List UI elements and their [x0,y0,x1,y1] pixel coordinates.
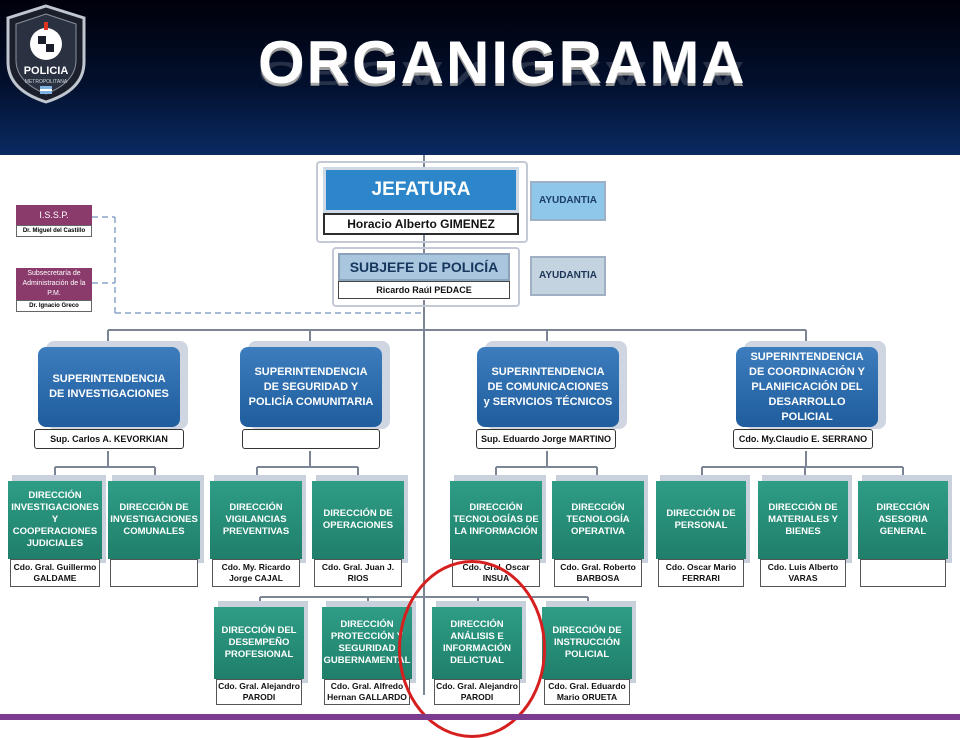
dir-tecnologia-operativa: DIRECCIÓN TECNOLOGÍA OPERATIVA [552,481,644,559]
dir-vigilancias-preventivas: DIRECCIÓN VIGILANCIAS PREVENTIVAS [210,481,302,559]
subjefe-name: Ricardo Raúl PEDACE [338,281,510,299]
sup-investigaciones: SUPERINTENDENCIA DE INVESTIGACIONES [38,347,180,427]
dir-vigilancias-preventivas-name: Cdo. My. Ricardo Jorge CAJAL [212,559,300,587]
dir-desempeno-profesional-name: Cdo. Gral. Alejandro PARODI [216,679,302,705]
subjefe-frame [332,247,520,307]
dir-investigaciones-comunales: DIRECCIÓN DE INVESTIGACIONES COMUNALES [108,481,200,559]
sup-coordinacion-name: Cdo. My.Claudio E. SERRANO [733,429,873,449]
bottom-accent-bar [0,714,960,720]
dir-proteccion-seguridad-name: Cdo. Gral. Alfredo Hernan GALLARDO [324,679,410,705]
highlight-circle [398,560,546,738]
sup-comunicaciones: SUPERINTENDENCIA DE COMUNICACIONES y SER… [477,347,619,427]
sup-comunicaciones-name: Sup. Eduardo Jorge MARTINO [476,429,616,449]
jefatura-name: Horacio Alberto GIMENEZ [323,213,519,235]
ayudantia-box-2: AYUDANTIA [530,256,606,296]
jefatura-frame [316,161,528,243]
page-title-reflection: ORGANIGRAMA [258,54,747,92]
dir-tecnologias-informacion: DIRECCIÓN TECNOLOGÍAS DE LA INFORMACIÓN [450,481,542,559]
dir-asesoria-general-name [860,559,946,587]
jefatura-title: JEFATURA [323,167,519,213]
ayudantia-box-1: AYUDANTIA [530,181,606,221]
issp-title: I.S.S.P. [16,205,92,225]
sup-investigaciones-name: Sup. Carlos A. KEVORKIAN [34,429,184,449]
dir-personal-name: Cdo. Oscar Mario FERRARI [658,559,744,587]
logo-subtext: METROPOLITANA [25,79,68,85]
dir-proteccion-seguridad: DIRECCIÓN PROTECCIÓN Y SEGURIDAD GUBERNA… [322,607,412,679]
header-banner: POLICIA METROPOLITANA ORGANIGRAMA ORGANI… [0,0,960,155]
subsecretaria-name: Dr. Ignacio Greco [16,300,92,312]
sup-coordinacion: SUPERINTENDENCIA DE COORDINACIÓN Y PLANI… [736,347,878,427]
issp-name: Dr. Miguel del Castillo [16,225,92,237]
police-badge-logo: POLICIA METROPOLITANA [6,4,86,104]
dir-operaciones-name: Cdo. Gral. Juan J. RIOS [314,559,402,587]
dir-instruccion-policial-name: Cdo. Gral. Eduardo Mario ORUETA [544,679,630,705]
logo-text: POLICIA [24,65,69,77]
dir-instruccion-policial: DIRECCIÓN DE INSTRUCCIÓN POLICIAL [542,607,632,679]
dir-investigaciones-judiciales: DIRECCIÓN INVESTIGACIONES Y COOPERACIONE… [8,481,102,559]
org-chart: JEFATURA Horacio Alberto GIMENEZ AYUDANT… [0,155,960,738]
dir-desempeno-profesional: DIRECCIÓN DEL DESEMPEÑO PROFESIONAL [214,607,304,679]
dir-asesoria-general: DIRECCIÓN ASESORIA GENERAL [858,481,948,559]
dir-tecnologia-operativa-name: Cdo. Gral. Roberto BARBOSA [554,559,642,587]
dir-operaciones: DIRECCIÓN DE OPERACIONES [312,481,404,559]
dir-personal: DIRECCIÓN DE PERSONAL [656,481,746,559]
dir-materiales-bienes: DIRECCIÓN DE MATERIALES Y BIENES [758,481,848,559]
subjefe-title: SUBJEFE DE POLICÍA [338,253,510,281]
dir-investigaciones-comunales-name [110,559,198,587]
subsecretaria-title: Subsecretaría de Administración de la P.… [16,268,92,300]
sup-seguridad-name [242,429,380,449]
page-title: ORGANIGRAMA [258,29,747,96]
sup-seguridad: SUPERINTENDENCIA DE SEGURIDAD Y POLICÍA … [240,347,382,427]
dir-materiales-bienes-name: Cdo. Luis Alberto VARAS [760,559,846,587]
dir-investigaciones-judiciales-name: Cdo. Gral. Guillermo GALDAME [10,559,100,587]
